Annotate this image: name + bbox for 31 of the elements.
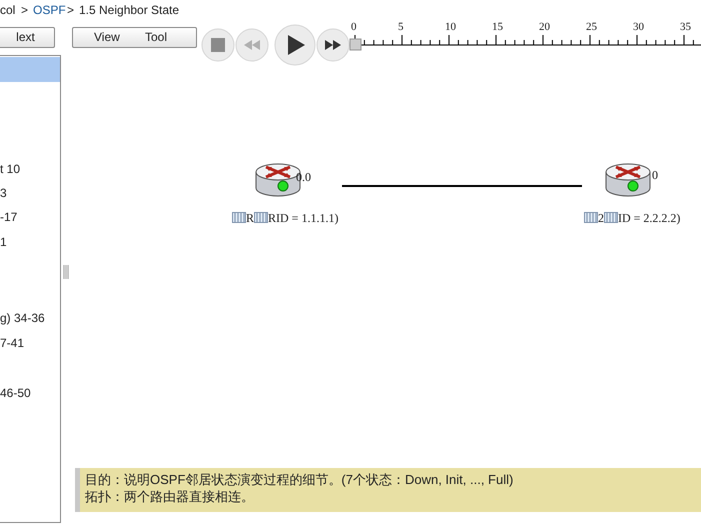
breadcrumb-separator: > — [21, 3, 28, 17]
list-item: 3 — [0, 186, 7, 200]
breadcrumb-text: 1.5 Neighbor State — [79, 3, 180, 17]
note-text: 拓扑：两个路由器直接相连。 — [85, 488, 254, 506]
list-item: g) 34-36 — [0, 311, 45, 325]
tick-label: 10 — [445, 21, 456, 33]
link-line — [342, 185, 582, 187]
tick-label: 5 — [398, 21, 404, 33]
tick-label: 15 — [492, 21, 503, 33]
tick-label: 20 — [539, 21, 550, 33]
router-label: RID = 1.1.1.1) — [268, 211, 338, 225]
breadcrumb-separator: > — [67, 3, 74, 17]
tick-label: 0 — [351, 21, 356, 33]
list-item: 46-50 — [0, 386, 31, 400]
tick-label: 35 — [680, 21, 691, 33]
router-label: R — [246, 211, 254, 225]
router-label: ID = 2.2.2.2) — [618, 211, 680, 225]
breadcrumb-link: OSPF — [33, 3, 66, 17]
list-item: t 10 — [0, 162, 20, 176]
list-item: -17 — [0, 210, 18, 224]
note-text: 目的：说明OSPF邻居状态演变过程的细节。(7个状态：Down, Init, ..., Full) — [85, 471, 514, 489]
tick-label: 25 — [586, 21, 597, 33]
menu-item: View — [94, 30, 120, 44]
router-label: 2 — [598, 211, 604, 225]
next-button: lext — [0, 27, 55, 48]
tick-label: 30 — [633, 21, 644, 33]
list-item: 1 — [0, 235, 7, 249]
breadcrumb-text: col — [0, 3, 16, 17]
interface-label: 0 — [652, 168, 658, 183]
list-item: 7-41 — [0, 336, 24, 350]
menu-item: Tool — [145, 30, 168, 44]
